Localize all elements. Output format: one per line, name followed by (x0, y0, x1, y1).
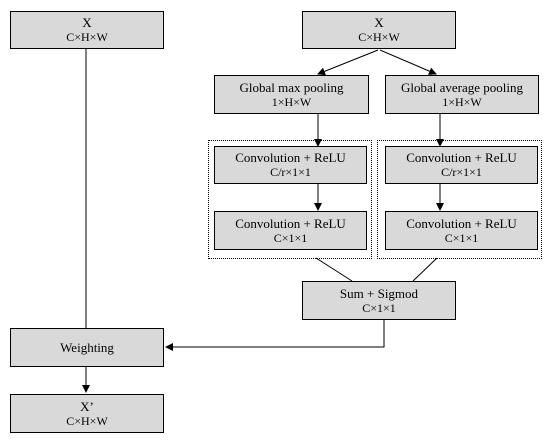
global-max-pooling-title: Global max pooling (239, 79, 344, 95)
conv-relu-max-1-title: Convolution + ReLU (235, 150, 346, 165)
global-max-pooling-shape: 1×H×W (271, 94, 312, 109)
input-x-left-shape: C×H×W (66, 30, 108, 44)
conv-relu-avg-1-shape: C/r×1×1 (441, 165, 482, 179)
avg-pooling-conv-group (377, 140, 542, 259)
sum-sigmoid-title: Sum + Sigmod (339, 285, 419, 301)
output-x-prime-title: X’ (80, 398, 94, 414)
input-x-right-shape: C×H×W (358, 30, 400, 44)
conv-relu-max-2-node: Convolution + ReLU C×1×1 (214, 211, 367, 250)
input-x-right-node: X C×H×W (302, 11, 456, 49)
edge-x-right-to-avg-pooling (379, 49, 437, 75)
output-x-prime-shape: C×H×W (66, 413, 108, 428)
conv-relu-avg-2-shape: C×1×1 (444, 230, 479, 245)
conv-relu-max-2-title: Convolution + ReLU (235, 215, 346, 231)
sum-sigmoid-node: Sum + Sigmod C×1×1 (302, 281, 456, 320)
input-x-left-title: X (82, 15, 92, 30)
conv-relu-max-2-shape: C×1×1 (273, 230, 308, 245)
input-x-right-title: X (374, 15, 384, 30)
conv-relu-max-1-node: Convolution + ReLU C/r×1×1 (214, 146, 367, 184)
edge-sum-to-weighting (165, 320, 385, 351)
edge-max-branch-to-sum (315, 257, 353, 282)
edge-x-right-to-max-pooling (317, 49, 379, 76)
input-x-left-node: X C×H×W (10, 11, 164, 49)
conv-relu-avg-1-node: Convolution + ReLU C/r×1×1 (385, 146, 538, 184)
global-avg-pooling-title: Global average pooling (400, 79, 523, 95)
weighting-node: Weighting (10, 328, 164, 367)
global-avg-pooling-shape: 1×H×W (442, 94, 482, 109)
global-avg-pooling-node: Global average pooling 1×H×W (385, 75, 539, 114)
conv-relu-avg-2-node: Convolution + ReLU C×1×1 (385, 211, 538, 250)
conv-relu-avg-1-title: Convolution + ReLU (406, 150, 517, 165)
global-max-pooling-node: Global max pooling 1×H×W (214, 75, 369, 114)
edge-avg-branch-to-sum (412, 257, 438, 282)
max-pooling-conv-group (208, 140, 372, 259)
output-x-prime-node: X’ C×H×W (10, 394, 164, 433)
sum-sigmoid-shape: C×1×1 (362, 300, 396, 315)
conv-relu-avg-2-title: Convolution + ReLU (406, 215, 517, 231)
conv-relu-max-1-shape: C/r×1×1 (270, 165, 311, 179)
weighting-title: Weighting (60, 340, 114, 355)
